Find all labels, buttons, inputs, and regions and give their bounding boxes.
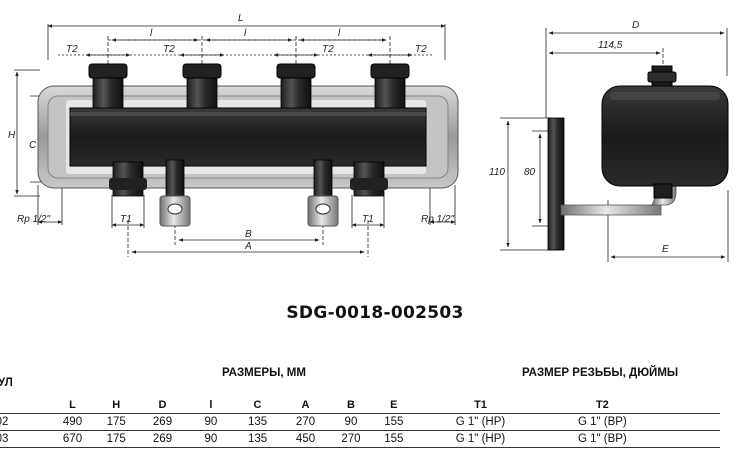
front-dimension-labels: L l l l T2 T2 T2 T2 H C Rp 1/2" Rp 1/2" …	[8, 13, 454, 252]
cell	[660, 413, 720, 431]
label-T2-4: T2	[415, 44, 427, 55]
label-114-5: 114,5	[598, 40, 623, 51]
cell: 175	[94, 430, 139, 448]
bottom-pipes	[109, 161, 388, 197]
label-110: 110	[489, 167, 505, 178]
manifold-body	[37, 63, 459, 227]
col-B: B	[346, 399, 355, 411]
label-80: 80	[524, 167, 536, 178]
label-D: D	[632, 20, 639, 31]
table-row: 002503 670 175 269 90 135 450 270 155 G …	[0, 430, 720, 448]
cell: 155	[371, 430, 417, 448]
col-T1: T1	[474, 399, 487, 411]
header-article: УЛ	[0, 377, 13, 389]
col-l: l	[209, 399, 213, 411]
cell: 490	[50, 413, 95, 431]
cell: 269	[138, 430, 187, 448]
side-body	[547, 65, 729, 251]
label-l-1: l	[150, 28, 153, 39]
label-A: A	[244, 241, 252, 252]
label-T1-right: T1	[362, 214, 374, 225]
model-number: SDG-0018-002503	[286, 303, 464, 323]
top-pipes	[88, 63, 410, 109]
cell: G 1" (НР)	[416, 430, 545, 448]
col-L: L	[69, 399, 76, 411]
col-extra	[660, 397, 720, 414]
col-C: C	[253, 399, 262, 411]
side-dimension-labels: D 114,5 110 80 E	[489, 20, 669, 255]
cell: 90	[330, 413, 372, 431]
label-T1-left: T1	[120, 214, 132, 225]
label-rp-right: Rp 1/2"	[421, 214, 454, 225]
label-T2-3: T2	[322, 44, 334, 55]
cell: 670	[50, 430, 95, 448]
mounting-brackets	[159, 159, 339, 227]
cell: 90	[186, 430, 235, 448]
cell: 135	[234, 430, 281, 448]
technical-drawing: L l l l T2 T2 T2 T2 H C Rp 1/2" Rp 1/2" …	[8, 13, 729, 262]
label-H: H	[8, 130, 16, 141]
cell-article: 002502	[0, 413, 51, 431]
col-T2: T2	[595, 399, 609, 411]
label-C: C	[29, 140, 37, 151]
cell: 269	[138, 413, 187, 431]
cell: 155	[371, 413, 417, 431]
label-rp-left: Rp 1/2"	[17, 214, 50, 225]
col-E: E	[390, 399, 398, 411]
cell: 175	[94, 413, 139, 431]
cell: 450	[280, 430, 331, 448]
cell: 90	[186, 413, 235, 431]
cell-article: 002503	[0, 430, 51, 448]
cell: 270	[330, 430, 372, 448]
table-row: 002502 490 175 269 90 135 270 90 155 G 1…	[0, 413, 720, 431]
label-L: L	[238, 13, 244, 24]
label-l-3: l	[338, 28, 341, 39]
label-T2-1: T2	[66, 44, 78, 55]
label-T2-2: T2	[163, 44, 175, 55]
column-headers: L H D l C A B E T1 T2	[0, 397, 720, 414]
cell	[660, 430, 720, 448]
col-H: H	[112, 399, 121, 411]
col-D: D	[158, 399, 167, 411]
cell: G 1" (ВР)	[544, 430, 661, 448]
col-A: A	[301, 399, 310, 411]
cell: 135	[234, 413, 281, 431]
label-B: B	[245, 229, 252, 240]
label-E: E	[662, 244, 669, 255]
cell: G 1" (ВР)	[544, 413, 661, 431]
label-l-2: l	[244, 28, 247, 39]
spec-table: L H D l C A B E T1 T2 002502 490 175 269…	[0, 397, 720, 448]
cell: G 1" (НР)	[416, 413, 545, 431]
header-thread: РАЗМЕР РЕЗЬБЫ, ДЮЙМЫ	[522, 367, 679, 379]
header-dimensions: РАЗМЕРЫ, ММ	[222, 367, 306, 379]
cell: 270	[280, 413, 331, 431]
col-article	[0, 397, 51, 414]
front-view	[14, 24, 456, 257]
